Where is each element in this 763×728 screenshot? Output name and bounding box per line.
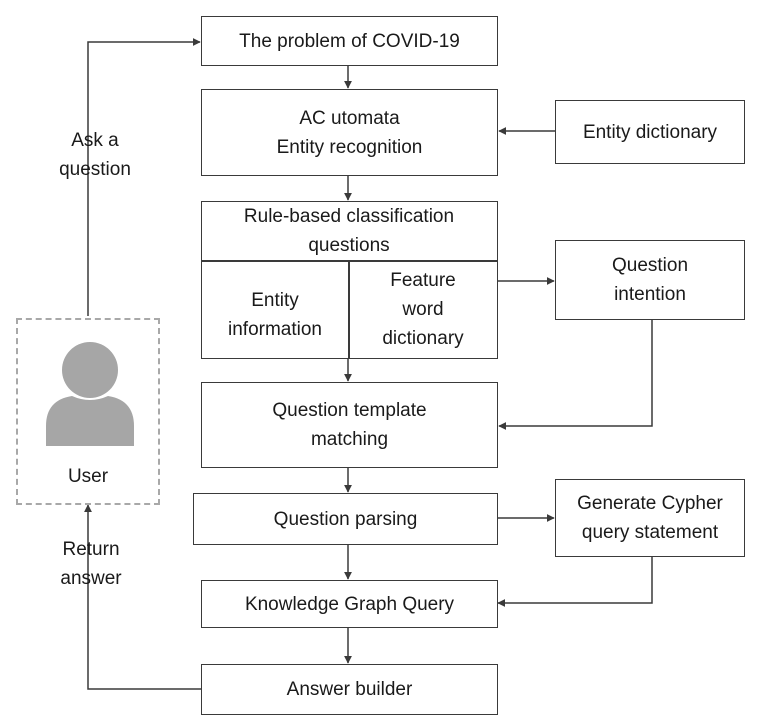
return-answer-label: Return answer [60,539,122,589]
node-answer-label: Answer builder [286,679,413,700]
node-kg-label: Knowledge Graph Query [244,593,455,615]
node-question-parsing: Question parsing [193,493,498,545]
node-kg-query: Knowledge Graph Query [201,580,498,628]
node-intention-label: Question intention [611,255,689,305]
arrow-cypher-to-kg [497,557,653,607]
user-label: User [67,466,109,487]
node-ac-automata: AC utomata Entity recognition [201,89,498,176]
node-answer-builder: Answer builder [201,664,498,715]
node-problem: The problem of COVID-19 [201,16,498,66]
node-question-intention: Question intention [555,240,745,320]
node-template-label: Question template matching [272,400,427,450]
node-feature-word-dictionary: Feature word dictionary [382,270,464,349]
rule-horizontal-divider [202,260,497,262]
node-entity-information: Entity information [228,290,322,340]
ask-question-label: Ask a question [59,130,131,180]
node-cypher-generation: Generate Cypher query statement [555,479,745,557]
node-rule-classification: Rule-based classification questions Enti… [201,201,498,359]
rule-vertical-divider [348,260,350,358]
arrow-answer-to-user [84,504,201,690]
node-parsing-label: Question parsing [273,508,418,530]
node-rule-title: Rule-based classification questions [243,206,455,256]
user-icon [46,342,134,446]
node-entity-dictionary: Entity dictionary [555,100,745,164]
arrow-user-to-problem [87,38,201,316]
node-ac-label: AC utomata Entity recognition [276,107,423,158]
node-cypher-label: Generate Cypher query statement [577,493,723,543]
arrow-intention-to-template [498,320,653,430]
node-template-matching: Question template matching [201,382,498,468]
node-problem-label: The problem of COVID-19 [239,30,460,52]
user-box: User [16,318,160,505]
node-entity-dict-label: Entity dictionary [582,121,718,143]
